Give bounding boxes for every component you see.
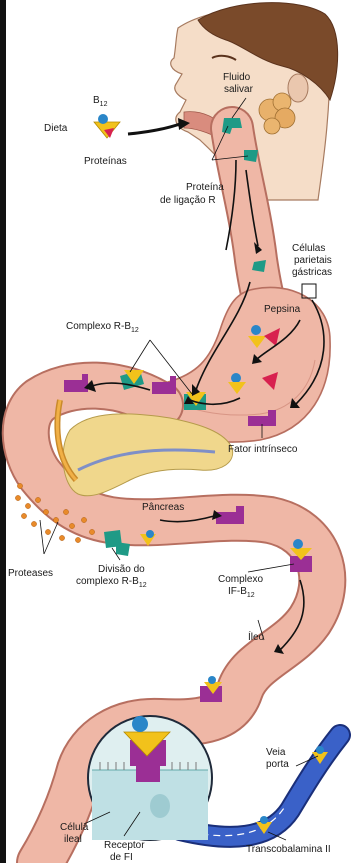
receptor-label-1: Receptor: [104, 840, 145, 851]
diet-to-mouth-arrow: [128, 124, 180, 134]
receptor-label-2: de FI: [110, 852, 133, 863]
parietal-label-1: Células: [292, 243, 325, 254]
parietal-label-3: gástricas: [292, 267, 332, 278]
diet-label: Dieta: [44, 123, 68, 134]
pancreas-label: Pâncreas: [142, 502, 184, 513]
pepsin-label: Pepsina: [264, 304, 301, 315]
parietal-label-2: parietais: [294, 255, 332, 266]
division-label-2: complexo R-B12: [76, 576, 147, 589]
proteases-label: Proteases: [8, 568, 53, 579]
saliva-label-2: salivar: [224, 84, 254, 95]
intrinsic-factor-label: Fator intrínseco: [228, 444, 298, 455]
r-protein-label-1: Proteína: [186, 182, 224, 193]
ileum-label: Íleo: [248, 630, 265, 643]
proteins-label: Proteínas: [84, 156, 127, 167]
ileal-cell-label-1: Célula: [60, 822, 89, 833]
saliva-label-1: Fluido: [223, 72, 251, 83]
portal-label-2: porta: [266, 759, 289, 770]
b12-label: B12: [93, 95, 108, 108]
if-complex-label-1: Complexo: [218, 574, 263, 585]
portal-label-1: Veia: [266, 747, 286, 758]
diet-b12-icon: [94, 114, 120, 138]
division-label-1: Divisão do: [98, 564, 145, 575]
if-complex-label-2: IF-B12: [228, 586, 255, 599]
transcobalamin-label: Transcobalamina II: [246, 844, 331, 855]
ileal-cell-magnifier: [88, 716, 212, 840]
ileal-cell-label-2: ileal: [64, 834, 82, 845]
r-protein-label-2: de ligação R: [160, 195, 216, 206]
r-complex-label: Complexo R-B12: [66, 321, 139, 334]
